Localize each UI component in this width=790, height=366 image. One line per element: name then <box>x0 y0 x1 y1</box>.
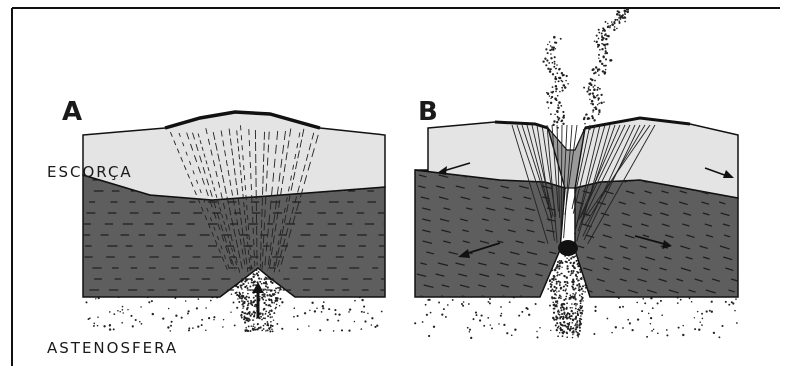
panel-a <box>83 112 391 332</box>
panel-b-volcanic-plume <box>542 8 629 131</box>
panel-a-letter: A <box>62 97 82 127</box>
crust-label: ESCORÇA <box>47 163 133 181</box>
panel-b-letter: B <box>418 97 438 127</box>
panel-a-crust <box>83 112 385 200</box>
asthenosphere-label: ASTENOSFERA <box>47 339 178 357</box>
panel-b <box>414 8 745 339</box>
panel-b-magma <box>558 240 578 256</box>
